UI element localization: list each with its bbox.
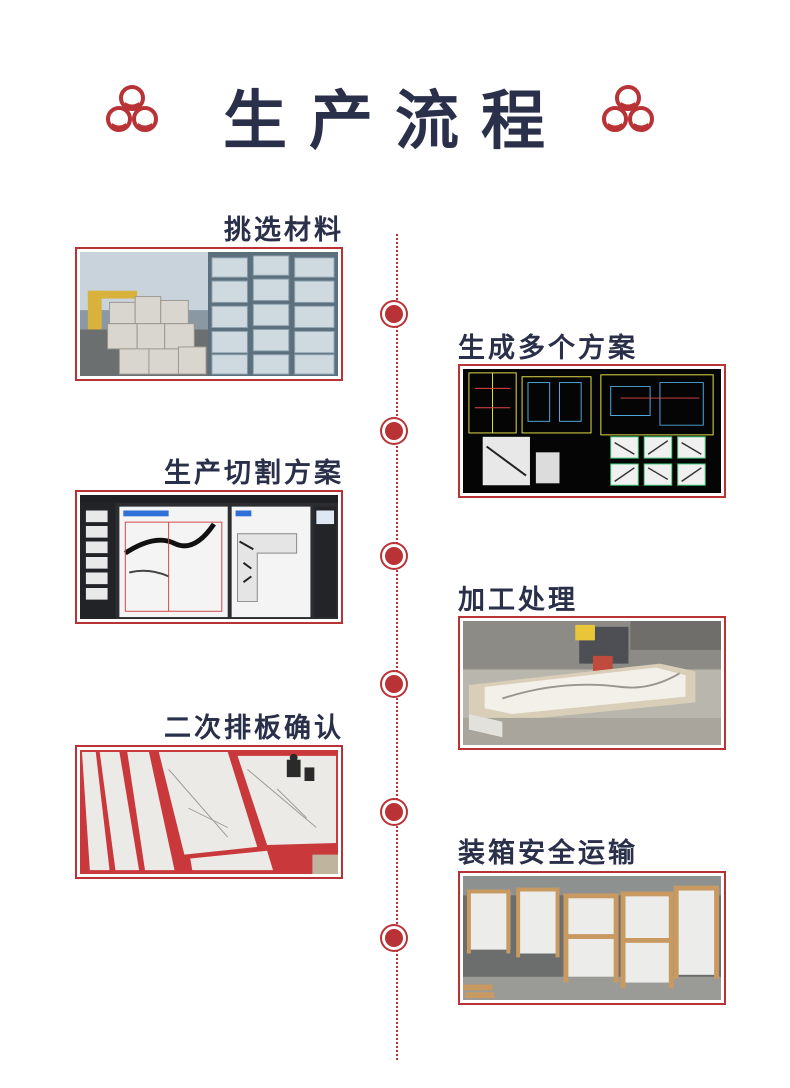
timeline-dot: [385, 803, 403, 821]
step-label-cutting-plan: 生产切割方案: [164, 458, 344, 489]
step-label-packing-shipping: 装箱安全运输: [458, 838, 638, 869]
step-label-processing: 加工处理: [458, 585, 578, 616]
logo-icon-left: [104, 84, 160, 134]
timeline-dot: [385, 547, 403, 565]
timeline-line: [396, 234, 398, 1060]
step-label-select-materials: 挑选材料: [224, 215, 344, 246]
photo-cad-drawings: [458, 364, 726, 498]
photo-stone-blocks: [75, 247, 343, 381]
timeline-dot: [385, 305, 403, 323]
step-label-layout-confirmation: 二次排板确认: [164, 713, 344, 744]
photo-wooden-crates: [458, 871, 726, 1005]
step-label-generate-plans: 生成多个方案: [458, 333, 638, 364]
photo-cnc-machine: [458, 616, 726, 750]
photo-cutting-software: [75, 490, 343, 624]
timeline-dot: [385, 675, 403, 693]
logo-icon-right: [600, 84, 656, 134]
page-title: 生产流程: [223, 85, 567, 159]
timeline-dot: [385, 929, 403, 947]
photo-slab-layout: [75, 745, 343, 879]
timeline-dot: [385, 422, 403, 440]
